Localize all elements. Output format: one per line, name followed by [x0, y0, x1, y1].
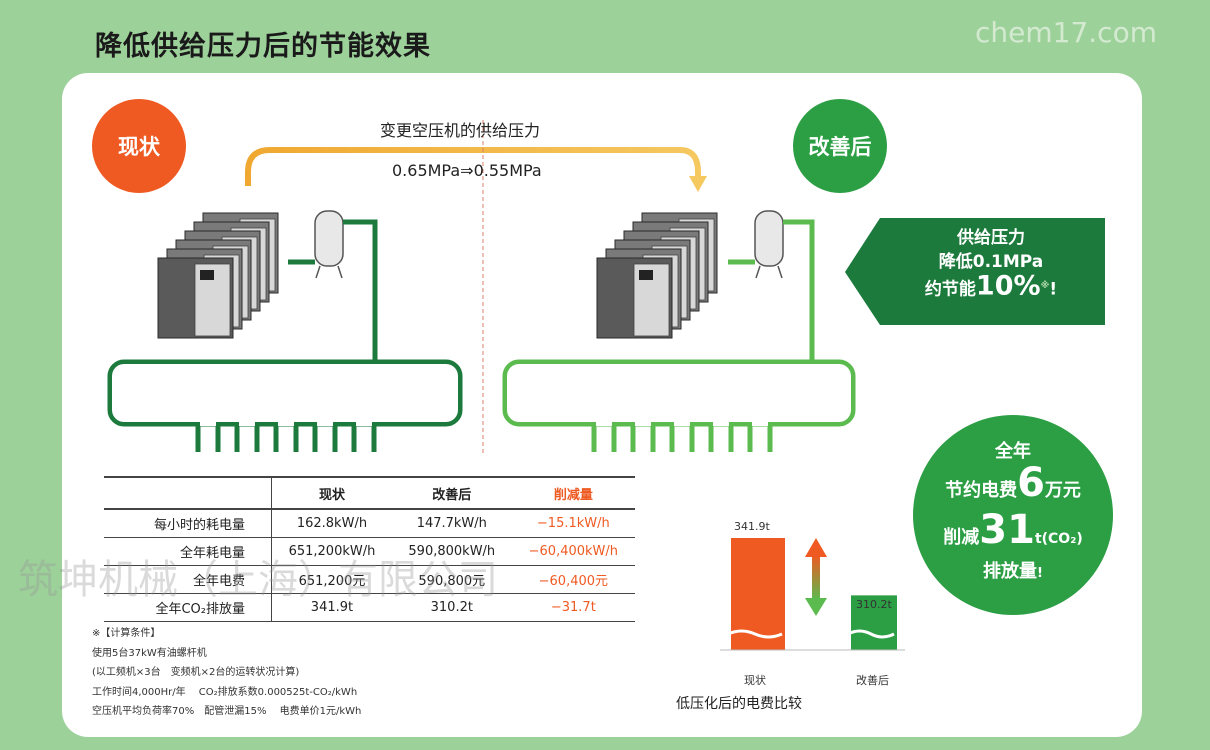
bubble-line1: 全年 — [995, 441, 1031, 462]
callout-line2: 降低0.1MPa — [938, 252, 1044, 272]
table-cell: 651,200元 — [271, 565, 392, 594]
watermark-company: 筑坤机械（上海）有限公司 — [18, 557, 498, 603]
callout-shape — [845, 218, 1105, 325]
badge-after: 改善后 — [793, 99, 887, 193]
bubble-suffix: t(CO₂) — [1034, 531, 1083, 547]
bar-1 — [851, 595, 897, 650]
note-line: ※【计算条件】 — [92, 628, 161, 639]
table-cell: 590,800元 — [391, 565, 512, 594]
axis-break-mark — [847, 629, 895, 639]
page-title: 降低供给压力后的节能效果 — [95, 31, 431, 62]
table-header-row: 现状 改善后 削减量 — [104, 476, 635, 510]
table-row: 全年耗电量 651,200kW/h 590,800kW/h −60,400kW/… — [104, 537, 635, 566]
bar-label-after: 改善后 — [856, 674, 889, 687]
bubble-suffix: 万元 — [1044, 480, 1081, 501]
watermark: chem17.com — [975, 16, 1157, 49]
table-cell: 每小时的耗电量 — [104, 509, 272, 538]
pressure-change-text: 0.65MPa⇒0.55MPa — [392, 161, 542, 180]
compressor-stack-now — [157, 212, 279, 339]
compressor-unit-icon — [157, 257, 234, 339]
table-cell: 全年电费 — [104, 565, 272, 594]
table-cell: 310.2t — [391, 593, 512, 622]
callout-suffix: ! — [1049, 279, 1058, 300]
axis-break-mark — [727, 629, 783, 639]
compressor-stack-after — [596, 212, 718, 339]
callout-mark: ※ — [1040, 281, 1050, 291]
arrow-label: 变更空压机的供给压力 — [380, 121, 541, 140]
bar-value-after: 310.2t — [856, 598, 892, 611]
callout-line3: 约节能10%※! — [880, 270, 1102, 302]
bar-0 — [731, 538, 785, 650]
note-line: 使用5台37kW有油螺杆机 — [92, 647, 207, 659]
note-line: 空压机平均负荷率70% 配管泄漏15% 电费单价1元/kWh — [92, 706, 362, 717]
bubble-text: 排放量 — [983, 561, 1038, 582]
bubble-line2: 节约电费6万元 — [913, 460, 1113, 506]
table-cell: 全年CO₂排放量 — [104, 593, 272, 622]
bubble-prefix: 削减 — [943, 527, 980, 548]
table-cell: 341.9t — [271, 593, 392, 622]
comparison-table: 现状 改善后 削减量 每小时的耗电量 162.8kW/h 147.7kW/h −… — [104, 476, 635, 622]
bubble-line4: 排放量! — [913, 557, 1113, 583]
bubble-prefix: 节约电费 — [945, 480, 1018, 501]
table-cell: 147.7kW/h — [391, 509, 512, 538]
bubble-mark: ! — [1037, 566, 1043, 581]
callout-line1: 供给压力 — [957, 228, 1025, 248]
bar-value-now: 341.9t — [734, 520, 770, 533]
table-header: 现状 — [271, 476, 392, 510]
table-cell: −15.1kW/h — [511, 509, 635, 538]
table-row: 全年电费 651,200元 590,800元 −60,400元 — [104, 565, 635, 594]
table-header — [104, 476, 272, 510]
note-line: 工作时间4,000Hr/年 CO₂排放系数0.000525t-CO₂/kWh — [92, 686, 358, 698]
table-cell: −60,400元 — [511, 565, 635, 594]
table-cell: 590,800kW/h — [391, 537, 512, 566]
arrow-head-icon — [689, 176, 707, 192]
air-tank-after-icon — [754, 210, 784, 279]
compressor-unit-icon — [596, 257, 673, 339]
air-tank-now-icon — [314, 210, 344, 279]
table-row: 每小时的耗电量 162.8kW/h 147.7kW/h −15.1kW/h — [104, 509, 635, 538]
callout-prefix: 约节能 — [924, 279, 976, 300]
bubble-value-co2: 31 — [979, 507, 1035, 553]
pressure-change-arrow — [245, 147, 701, 186]
calculation-notes: ※【计算条件】 使用5台37kW有油螺杆机 (以工频机×3台 变频机×2台的运转… — [92, 624, 361, 722]
table-header: 削减量 — [511, 476, 635, 510]
badge-now: 现状 — [92, 99, 186, 193]
savings-bubble: 全年 节约电费6万元 削减31t(CO₂) 排放量! — [913, 415, 1113, 615]
table-cell: 651,200kW/h — [271, 537, 392, 566]
table-cell: −31.7t — [511, 593, 635, 622]
callout-text: 供给压力 降低0.1MPa 约节能10%※! — [880, 226, 1102, 302]
table-header: 改善后 — [391, 476, 512, 510]
table-cell: −60,400kW/h — [511, 537, 635, 566]
bar-label-now: 现状 — [744, 674, 766, 687]
table-cell: 全年耗电量 — [104, 537, 272, 566]
bubble-line3: 削减31t(CO₂) — [913, 507, 1113, 553]
bubble-value-yen: 6 — [1017, 460, 1045, 506]
note-line: (以工频机×3台 变频机×2台的运转状况计算) — [92, 667, 300, 678]
table-cell: 162.8kW/h — [271, 509, 392, 538]
table-row: 全年CO₂排放量 341.9t 310.2t −31.7t — [104, 593, 635, 622]
bar-caption: 低压化后的电费比较 — [676, 696, 802, 712]
callout-value: 10% — [975, 270, 1041, 302]
bar-chart — [720, 538, 905, 651]
difference-arrow-icon — [805, 538, 827, 616]
